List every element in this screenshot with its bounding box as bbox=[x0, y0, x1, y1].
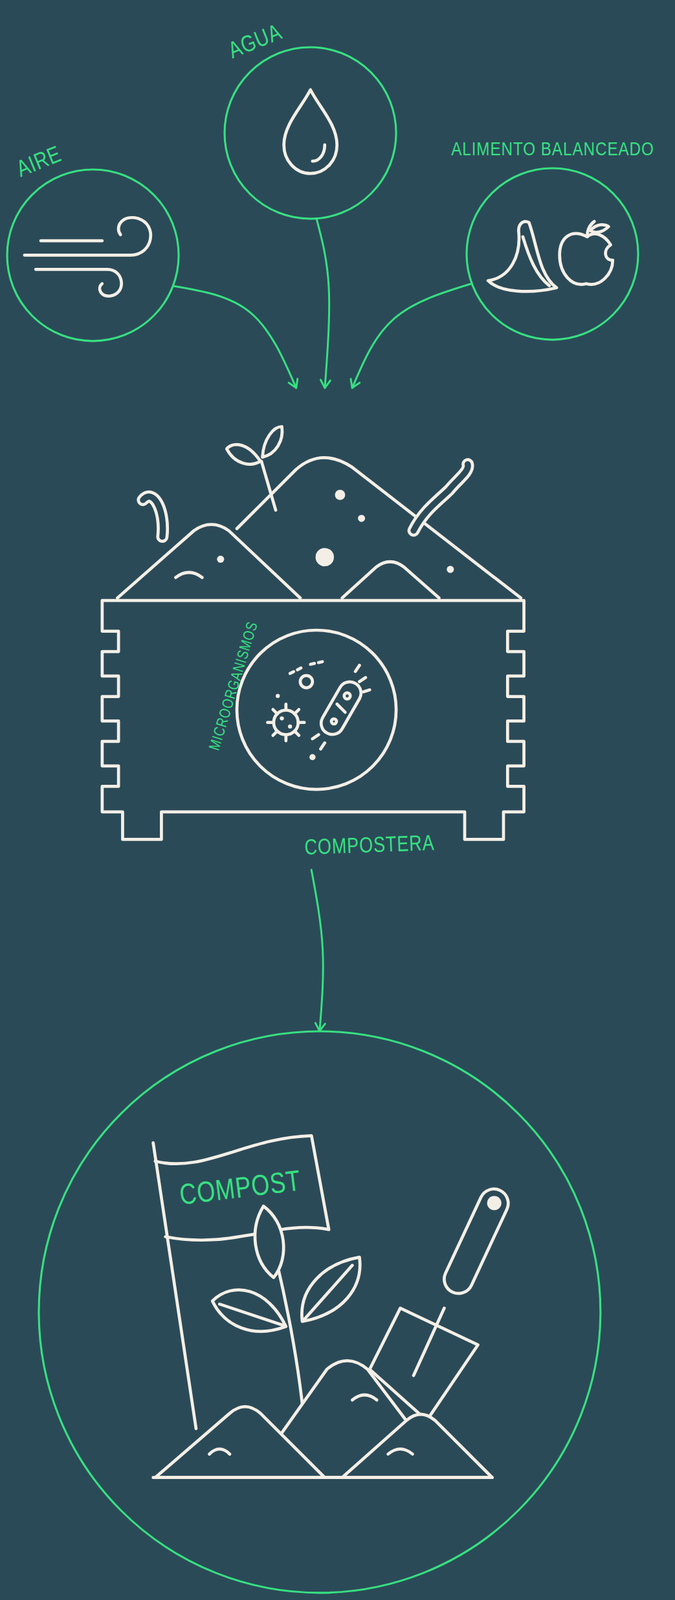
compost-heap bbox=[357, 515, 366, 523]
compost-scene bbox=[153, 1476, 493, 1480]
node-outline bbox=[38, 1031, 601, 1594]
compost-heap bbox=[117, 457, 521, 598]
wind-icon bbox=[24, 217, 151, 255]
circle-outline bbox=[236, 630, 397, 790]
compost-scene bbox=[153, 1135, 514, 1478]
sprout bbox=[226, 444, 261, 465]
microbe-icon bbox=[287, 724, 292, 729]
microbe-icon bbox=[331, 719, 337, 725]
water-drop-icon bbox=[312, 144, 325, 162]
node-label: MICROORGANISMOS bbox=[205, 619, 260, 753]
worm bbox=[413, 464, 468, 532]
circle-outline bbox=[466, 168, 639, 340]
compost-heap bbox=[315, 548, 334, 567]
microbe-icon bbox=[317, 678, 366, 740]
worm bbox=[413, 464, 468, 532]
compost-scene bbox=[487, 1195, 502, 1211]
microbe-circle: MICROORGANISMOS bbox=[236, 630, 397, 790]
compost-heap bbox=[117, 524, 300, 599]
food-scraps-icon bbox=[522, 236, 550, 287]
compost-scene bbox=[212, 1290, 287, 1332]
water-drop-icon bbox=[284, 89, 338, 174]
input-circle: AIRE bbox=[7, 169, 179, 342]
flow-arrow bbox=[352, 283, 472, 388]
compost-scene bbox=[254, 1206, 284, 1278]
compost-scene bbox=[439, 1184, 513, 1299]
node-outline bbox=[7, 169, 179, 342]
compost-scene bbox=[155, 1406, 325, 1479]
wind-icon bbox=[35, 269, 122, 296]
compost-heap bbox=[342, 561, 440, 598]
microbe-icon bbox=[300, 675, 313, 688]
compost-heap bbox=[216, 555, 224, 564]
worm bbox=[143, 497, 164, 538]
flow-arrow bbox=[316, 218, 330, 388]
output-circle: COMPOST bbox=[38, 1031, 601, 1594]
microbe-icon bbox=[279, 716, 284, 721]
crate-outline bbox=[102, 600, 525, 840]
microbe-icon bbox=[312, 665, 370, 749]
microbe-icon bbox=[344, 693, 351, 699]
node-label: AGUA bbox=[225, 20, 285, 63]
worm bbox=[143, 497, 164, 538]
food-scraps-icon bbox=[487, 221, 613, 292]
node-outline bbox=[224, 47, 397, 219]
water-drop-icon bbox=[284, 89, 338, 174]
microbe-icon bbox=[275, 693, 280, 698]
circle-outline bbox=[7, 169, 179, 342]
node-label: COMPOSTERA bbox=[304, 832, 435, 859]
wind-icon bbox=[24, 217, 151, 296]
microbe-icon bbox=[267, 661, 370, 761]
compost-scene bbox=[388, 1449, 413, 1455]
input-circle: ALIMENTO BALANCEADO bbox=[466, 168, 639, 340]
compost-scene bbox=[155, 1135, 329, 1240]
wind-icon bbox=[40, 239, 103, 243]
compost-bin: COMPOSTERA MICROORGANISMOS bbox=[97, 388, 532, 871]
food-scraps-icon bbox=[487, 221, 557, 292]
node-outline bbox=[236, 630, 397, 790]
sprout bbox=[261, 461, 276, 511]
microbe-icon bbox=[267, 704, 305, 742]
node-outline bbox=[466, 168, 639, 340]
sprout bbox=[226, 426, 283, 510]
circle-outline bbox=[224, 47, 397, 219]
node-label: AIRE bbox=[12, 141, 65, 181]
food-scraps-icon bbox=[559, 233, 613, 285]
worm bbox=[143, 464, 468, 538]
illustration bbox=[24, 89, 613, 1479]
compost-scene bbox=[301, 1257, 360, 1322]
food-scraps-icon bbox=[590, 224, 609, 233]
flow-arrow bbox=[172, 286, 296, 389]
microbe-icon bbox=[289, 661, 325, 674]
input-circle: AGUA bbox=[224, 47, 397, 219]
sprout bbox=[262, 426, 283, 457]
compost-heap bbox=[175, 572, 202, 578]
microbe-icon bbox=[337, 704, 346, 713]
compost-scene bbox=[342, 1414, 493, 1479]
compost-scene bbox=[304, 1265, 353, 1321]
compost-scene bbox=[352, 1395, 377, 1401]
compost-scene bbox=[219, 1304, 284, 1327]
node-label: ALIMENTO BALANCEADO bbox=[451, 139, 655, 159]
compost-scene bbox=[413, 1308, 444, 1376]
compost-heap bbox=[335, 489, 346, 501]
flow-arrow bbox=[311, 869, 323, 1031]
compost-heap bbox=[446, 566, 454, 574]
compost-scene bbox=[209, 1449, 230, 1455]
node-label: COMPOST bbox=[177, 1165, 303, 1209]
microbe-icon bbox=[309, 754, 316, 761]
circle-outline bbox=[38, 1031, 601, 1594]
